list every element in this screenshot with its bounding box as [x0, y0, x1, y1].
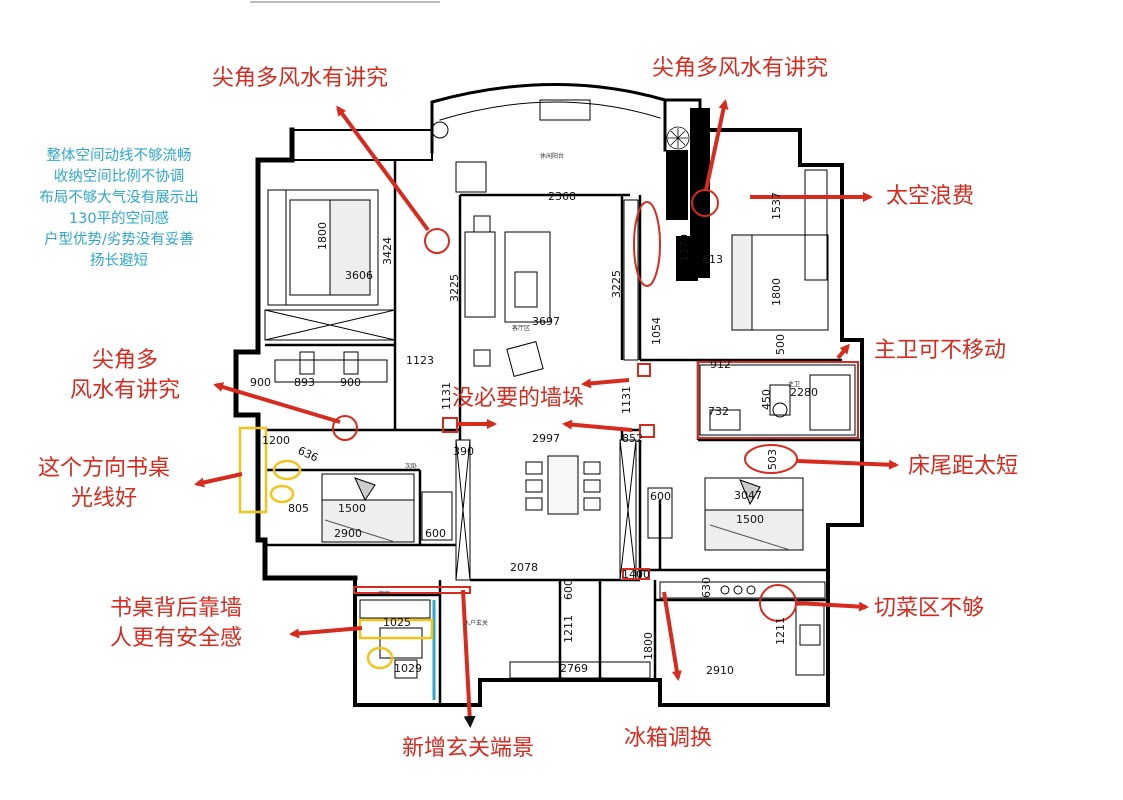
note-unnecessary-wall: 没必要的墙垛 [452, 386, 585, 411]
svg-text:1500: 1500 [736, 513, 764, 526]
svg-text:613: 613 [702, 253, 723, 266]
note-fengshui-top-right: 尖角多风水有讲究 [652, 56, 829, 81]
summary-line: 扬长避短 [90, 253, 148, 269]
svg-text:600: 600 [425, 527, 446, 540]
annotation-arrows [194, 99, 899, 681]
svg-text:390: 390 [453, 445, 474, 458]
svg-text:1131: 1131 [440, 382, 453, 410]
svg-text:450: 450 [760, 389, 773, 410]
svg-text:2078: 2078 [510, 561, 538, 574]
svg-text:852: 852 [622, 432, 643, 445]
svg-text:3606: 3606 [345, 269, 373, 282]
outer-walls [233, 83, 864, 707]
note-line: 书桌背后靠墙 [110, 596, 243, 621]
kitchen-furniture [509, 581, 826, 679]
note-line: 风水有讲究 [70, 378, 181, 403]
note-line: 光线好 [71, 486, 138, 511]
svg-text:1211: 1211 [774, 617, 787, 645]
svg-text:1800: 1800 [316, 222, 329, 250]
plant-icon [666, 126, 690, 150]
svg-text:900: 900 [340, 376, 361, 389]
left-bedroom-furniture [264, 189, 396, 383]
dimension-labels: 2368 1800 3424 3606 3225 3697 3225 1370 … [250, 190, 818, 677]
svg-text:1211: 1211 [562, 615, 575, 643]
svg-text:1054: 1054 [650, 317, 663, 345]
svg-text:1123: 1123 [406, 354, 434, 367]
svg-text:2769: 2769 [560, 662, 588, 675]
black-wall-right [666, 150, 688, 220]
svg-text:主卫: 主卫 [788, 380, 800, 388]
entry-arrow [461, 589, 476, 728]
svg-text:600: 600 [562, 579, 575, 600]
master-bedroom-furniture [699, 169, 856, 436]
svg-text:3225: 3225 [610, 270, 623, 298]
summary-text: 整体空间动线不够流畅 收纳空间比例不协调 布局不够大气没有展示出 130平的空间… [14, 146, 224, 272]
svg-text:503: 503 [766, 449, 779, 470]
study-furniture [359, 599, 436, 700]
svg-text:630: 630 [700, 577, 713, 598]
svg-text:1500: 1500 [338, 502, 366, 515]
note-master-bath: 主卫可不移动 [874, 338, 1007, 363]
svg-text:3424: 3424 [381, 237, 394, 265]
svg-text:1131: 1131 [620, 386, 633, 414]
note-bed-end-short: 床尾距太短 [908, 454, 1019, 479]
room-labels: 休闲阳台 入户玄关 客厅区 主卫 次卧 书房 [378, 152, 800, 627]
note-fengshui-left: 尖角多 风水有讲究 [70, 346, 180, 406]
svg-text:次卧: 次卧 [405, 462, 417, 470]
svg-text:893: 893 [294, 376, 315, 389]
svg-text:书房: 书房 [378, 590, 390, 598]
svg-text:2368: 2368 [548, 190, 576, 203]
summary-line: 整体空间动线不够流畅 [46, 148, 192, 164]
svg-text:500: 500 [774, 334, 787, 355]
svg-text:3047: 3047 [734, 489, 762, 502]
living-room-furniture [431, 99, 591, 378]
note-line: 尖角多 [92, 348, 159, 373]
dining-table [525, 455, 601, 515]
summary-line: 收纳空间比例不协调 [53, 169, 185, 185]
note-new-entry: 新增玄关端景 [402, 736, 535, 761]
summary-line: 户型优势/劣势没有妥善 [44, 232, 194, 248]
svg-text:900: 900 [250, 376, 271, 389]
svg-text:2280: 2280 [790, 386, 818, 399]
svg-text:2910: 2910 [706, 664, 734, 677]
svg-text:636: 636 [296, 444, 321, 465]
svg-text:1537: 1537 [770, 192, 783, 220]
svg-text:客厅区: 客厅区 [512, 324, 530, 332]
note-desk-light: 这个方向书桌 光线好 [38, 454, 170, 514]
svg-text:1025: 1025 [383, 616, 411, 629]
interior-walls [265, 160, 862, 705]
second-bedroom-furniture [321, 473, 453, 543]
note-line: 人更有安全感 [110, 626, 243, 651]
note-fridge-swap: 冰箱调换 [624, 726, 713, 751]
svg-text:1029: 1029 [394, 662, 422, 675]
svg-text:600: 600 [650, 490, 671, 503]
svg-text:1400: 1400 [622, 568, 650, 581]
note-space-waste: 太空浪费 [886, 184, 975, 209]
svg-text:3225: 3225 [448, 274, 461, 302]
note-line: 这个方向书桌 [38, 456, 171, 481]
svg-text:2997: 2997 [532, 432, 560, 445]
svg-text:1200: 1200 [262, 434, 290, 447]
svg-text:805: 805 [288, 502, 309, 515]
svg-text:912: 912 [710, 358, 731, 371]
note-cutting-area: 切菜区不够 [874, 596, 985, 621]
third-bedroom-furniture [647, 477, 804, 551]
note-desk-wall: 书桌背后靠墙 人更有安全感 [110, 594, 242, 654]
note-fengshui-top-left: 尖角多风水有讲究 [212, 66, 389, 91]
svg-text:3697: 3697 [532, 315, 560, 328]
svg-text:休闲阳台: 休闲阳台 [540, 152, 564, 160]
svg-text:1800: 1800 [770, 278, 783, 306]
svg-text:2900: 2900 [334, 527, 362, 540]
issue-markers [332, 189, 859, 622]
summary-line: 布局不够大气没有展示出 [39, 190, 199, 206]
svg-text:入户玄关: 入户玄关 [464, 619, 488, 627]
svg-text:1370: 1370 [678, 234, 691, 262]
svg-text:1800: 1800 [642, 632, 655, 660]
svg-text:732: 732 [708, 405, 729, 418]
summary-line: 130平的空间感 [68, 211, 170, 227]
